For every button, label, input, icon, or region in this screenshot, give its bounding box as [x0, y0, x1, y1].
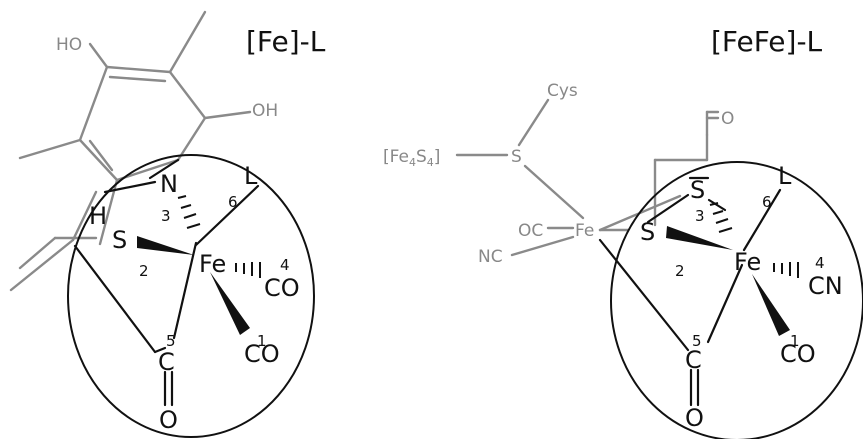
fe-l-title: [Fe]-L	[246, 25, 326, 58]
l-ligand: L	[244, 162, 258, 190]
pos-2: 2	[139, 262, 149, 280]
cys-label: Cys	[547, 81, 578, 101]
fe-proximal-label: Fe	[575, 221, 594, 241]
fefe-pos-4: 4	[815, 254, 825, 272]
l-ligand-fefe: L	[778, 162, 792, 190]
pos-6: 6	[228, 193, 238, 211]
o-bridge-label: O	[721, 109, 734, 129]
wedge-co	[752, 274, 790, 336]
co-equatorial: CO	[264, 274, 300, 302]
oc-label: OC	[518, 221, 543, 241]
fefe-pos-5: 5	[692, 332, 702, 350]
s-atom: S	[112, 226, 127, 254]
fe4s4-label: [Fe4S4]	[383, 147, 440, 169]
wedge-s-lower	[666, 226, 733, 250]
fefe-l-bonds	[598, 176, 799, 407]
co-ligand-fefe: CO	[780, 340, 816, 368]
fefe-pos-1: 1	[790, 332, 800, 350]
fefe-l-title: [FeFe]-L	[711, 25, 823, 58]
fefe-pos-6: 6	[762, 193, 772, 211]
fefe-pos-2: 2	[675, 262, 685, 280]
hash-n	[177, 195, 201, 229]
hash-co-eq	[235, 262, 261, 278]
acyl-o-atom: O	[159, 406, 178, 434]
fe-l-bonds	[73, 158, 261, 407]
co-axial: CO	[244, 340, 280, 368]
s-lower-atom: S	[640, 218, 655, 246]
nc-label: NC	[478, 247, 503, 267]
fe-atom: Fe	[199, 250, 226, 278]
acyl-c-atom: C	[158, 348, 175, 376]
s-upper-atom: S	[690, 176, 705, 204]
h-atom: H	[89, 202, 107, 230]
pos-1: 1	[257, 332, 267, 350]
pyridinol-ring: HO OH	[9, 10, 278, 292]
pos-4: 4	[280, 256, 290, 274]
pos-5: 5	[166, 332, 176, 350]
cn-ligand: CN	[808, 272, 843, 300]
fefe-l-structure: [FeFe]-L [Fe4S4] Cys S Fe OC NC O	[383, 25, 863, 439]
hash-cn	[773, 262, 799, 278]
fefe-pos-3: 3	[695, 207, 705, 225]
pos-3: 3	[161, 207, 171, 225]
s-cys-label: S	[511, 147, 522, 167]
fefe-l-active-site-circle	[610, 161, 863, 439]
fe-l-active-site-circle	[67, 154, 315, 438]
wedge-s	[137, 236, 194, 255]
wedge-co-axial	[210, 272, 250, 335]
fe-l-structure: [Fe]-L HO OH	[9, 10, 326, 438]
proximal-fe-unit: [Fe4S4] Cys S Fe OC NC O	[383, 81, 734, 267]
acyl-o-atom-fefe: O	[685, 404, 704, 432]
oh-label: OH	[252, 101, 278, 121]
acyl-c-atom-fefe: C	[685, 346, 702, 374]
hash-s-upper	[709, 202, 733, 233]
fe-distal-atom: Fe	[734, 248, 761, 276]
ho-label: HO	[56, 35, 82, 55]
n-atom: N	[160, 170, 178, 198]
